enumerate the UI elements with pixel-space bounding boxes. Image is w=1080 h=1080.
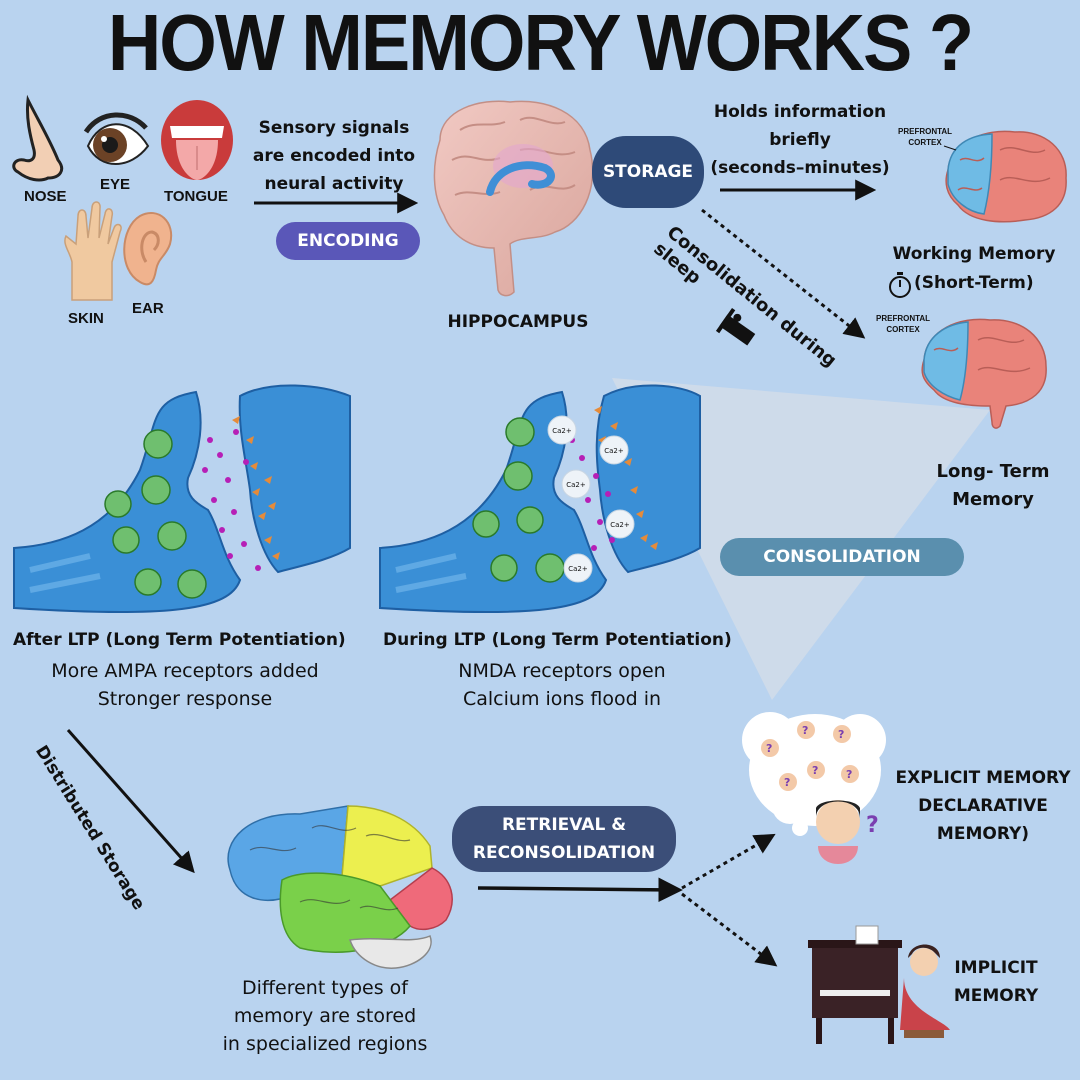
working-memory-title: Working Memory bbox=[892, 244, 1056, 264]
explicit-line: EXPLICIT MEMORY bbox=[895, 768, 1071, 788]
calcium-ion-label: Ca2+ bbox=[552, 427, 572, 435]
storage-caption-line: (seconds–minutes) bbox=[710, 158, 890, 178]
eye-icon bbox=[83, 112, 150, 165]
skin-label: SKIN bbox=[68, 310, 104, 327]
brain-regions-icon bbox=[227, 805, 453, 969]
encoding-caption-line: are encoded into bbox=[252, 146, 416, 166]
svg-text:?: ? bbox=[846, 768, 852, 781]
prefrontal-label-top: PREFRONTAL CORTEX bbox=[898, 126, 952, 148]
storage-caption: Holds information briefly (seconds–minut… bbox=[700, 98, 900, 182]
implicit-line: IMPLICIT bbox=[954, 958, 1038, 978]
implicit-line: MEMORY bbox=[953, 986, 1039, 1006]
during-ltp-line: NMDA receptors open bbox=[458, 660, 666, 682]
after-ltp-title: After LTP (Long Term Potentiation) bbox=[13, 630, 346, 650]
consolidation-pill: CONSOLIDATION bbox=[720, 538, 964, 576]
ear-icon bbox=[123, 211, 173, 286]
explicit-memory-illustration: ? ? ? ? ? ? ? bbox=[742, 712, 886, 864]
calcium-ion-label: Ca2+ bbox=[610, 521, 630, 529]
long-term-memory-label: Long- Term Memory bbox=[918, 458, 1068, 514]
during-ltp-title: During LTP (Long Term Potentiation) bbox=[383, 630, 732, 650]
eye-label: EYE bbox=[100, 176, 131, 193]
explicit-line: DECLARATIVE bbox=[918, 796, 1048, 816]
after-ltp-line: More AMPA receptors added bbox=[51, 660, 319, 682]
working-memory-brain-icon bbox=[943, 130, 1067, 223]
stopwatch-icon bbox=[889, 272, 911, 298]
calcium-ion-label: Ca2+ bbox=[566, 481, 586, 489]
hippocampus-label: HIPPOCAMPUS bbox=[447, 312, 589, 332]
implicit-memory-label: IMPLICIT MEMORY bbox=[946, 954, 1046, 1010]
retrieval-pill: RETRIEVAL & RECONSOLIDATION bbox=[452, 806, 676, 872]
calcium-ion-labels: Ca2+ Ca2+ Ca2+ Ca2+ Ca2+ bbox=[552, 427, 630, 573]
long-term-brain-icon bbox=[921, 318, 1047, 429]
nose-icon bbox=[12, 94, 64, 182]
retrieval-pill-line: RECONSOLIDATION bbox=[472, 843, 656, 863]
regions-caption: Different types of memory are stored in … bbox=[210, 974, 440, 1058]
prefrontal-label-bottom: PREFRONTAL CORTEX bbox=[876, 313, 930, 335]
svg-text:?: ? bbox=[784, 776, 790, 789]
explicit-line: MEMORY) bbox=[936, 824, 1030, 844]
nose-label: NOSE bbox=[24, 188, 67, 205]
regions-caption-line: memory are stored bbox=[233, 1005, 417, 1027]
working-memory-subtitle: (Short-Term) bbox=[914, 273, 1034, 293]
svg-text:?: ? bbox=[812, 764, 818, 777]
implicit-memory-illustration bbox=[808, 925, 950, 1044]
calcium-ion-label: Ca2+ bbox=[568, 565, 588, 573]
encoding-caption-line: Sensory signals bbox=[258, 118, 410, 138]
tongue-icon bbox=[161, 100, 233, 180]
storage-caption-line: Holds information bbox=[713, 102, 887, 122]
long-term-line: Memory bbox=[952, 489, 1034, 510]
page-title: HOW MEMORY WORKS ? bbox=[107, 0, 974, 88]
prefrontal-line: CORTEX bbox=[908, 138, 942, 147]
encoding-pill: ENCODING bbox=[276, 222, 420, 260]
prefrontal-line: CORTEX bbox=[886, 325, 920, 334]
prefrontal-line: PREFRONTAL bbox=[898, 127, 953, 136]
after-ltp-synapse bbox=[13, 384, 351, 614]
regions-caption-line: Different types of bbox=[242, 977, 408, 999]
calcium-ion-label: Ca2+ bbox=[604, 447, 624, 455]
encoding-caption: Sensory signals are encoded into neural … bbox=[246, 114, 422, 198]
during-ltp-synapse bbox=[379, 384, 701, 614]
storage-pill: STORAGE bbox=[592, 136, 704, 208]
storage-caption-line: briefly bbox=[769, 130, 831, 150]
svg-text:?: ? bbox=[802, 724, 808, 737]
hippocampus-brain-icon bbox=[433, 100, 594, 297]
prefrontal-line: PREFRONTAL bbox=[876, 314, 931, 323]
ear-label: EAR bbox=[132, 300, 164, 317]
svg-text:?: ? bbox=[838, 728, 844, 741]
tongue-label: TONGUE bbox=[164, 188, 228, 205]
retrieval-pill-line: RETRIEVAL & bbox=[501, 815, 627, 835]
long-term-line: Long- Term bbox=[936, 461, 1050, 482]
svg-text:?: ? bbox=[766, 742, 772, 755]
after-ltp-line: Stronger response bbox=[97, 688, 273, 710]
svg-text:?: ? bbox=[866, 813, 879, 838]
explicit-memory-label: EXPLICIT MEMORY DECLARATIVE MEMORY) bbox=[886, 764, 1080, 848]
bed-icon bbox=[715, 308, 756, 346]
regions-caption-line: in specialized regions bbox=[222, 1033, 428, 1055]
hand-icon bbox=[64, 201, 122, 301]
during-ltp-line: Calcium ions flood in bbox=[462, 688, 662, 710]
encoding-caption-line: neural activity bbox=[264, 174, 404, 194]
